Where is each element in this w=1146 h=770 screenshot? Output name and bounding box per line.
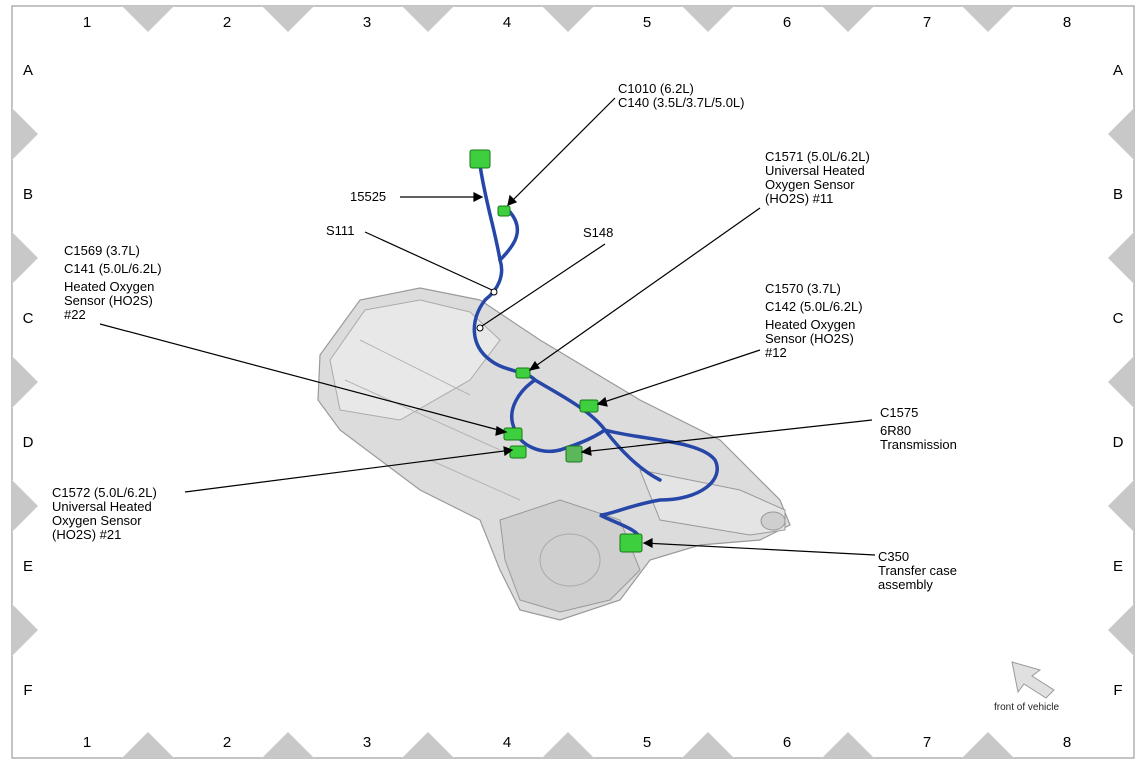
- callout-s148: S148: [583, 226, 613, 240]
- row-label-left-c: C: [22, 310, 34, 327]
- left-edge-markers: [12, 108, 38, 656]
- callout-c1571-line4: (HO2S) #11: [765, 191, 834, 206]
- connector-c1571: [515, 367, 531, 379]
- row-label-right-b: B: [1112, 186, 1123, 203]
- connector-c140: [497, 205, 511, 217]
- col-label-top-6: 6: [782, 14, 792, 31]
- connector-c1572: [509, 445, 527, 459]
- callout-c350-line1: C350: [878, 549, 910, 564]
- callout-s111: S111: [326, 224, 354, 238]
- callout-c1575: C1575 6R80 Transmission: [880, 406, 957, 452]
- callout-c1570-line5: #12: [765, 345, 787, 360]
- callout-c350-line3: assembly: [878, 577, 933, 592]
- callout-c350-line2: Transfer case: [878, 563, 957, 578]
- leader-lines: [99, 97, 876, 556]
- row-label-left-f: F: [23, 682, 33, 699]
- col-label-bottom-7: 7: [922, 734, 932, 751]
- connector-c1575: [565, 445, 583, 463]
- splice-markers: [476, 288, 498, 332]
- bottom-edge-markers: [122, 732, 1014, 758]
- callout-s111-line1: S111: [326, 223, 355, 238]
- row-label-left-d: D: [22, 434, 34, 451]
- col-label-bottom-1: 1: [82, 734, 92, 751]
- callout-c1575-line1: C1575: [880, 405, 919, 420]
- col-label-top-7: 7: [922, 14, 932, 31]
- callout-c1570-line1: C1570 (3.7L): [765, 281, 841, 296]
- row-label-right-a: A: [1112, 62, 1123, 79]
- callout-c1010: C1010 (6.2L) C140 (3.5L/3.7L/5.0L): [618, 82, 744, 110]
- row-label-right-c: C: [1112, 310, 1124, 327]
- connectors: [469, 149, 643, 553]
- connector-c1010-top: [469, 149, 491, 169]
- col-label-bottom-4: 4: [502, 734, 512, 751]
- callout-c1572-line4: (HO2S) #21: [52, 527, 122, 542]
- col-label-top-2: 2: [222, 14, 232, 31]
- callout-c1572-line3: Oxygen Sensor: [52, 513, 142, 528]
- callout-c350: C350 Transfer case assembly: [878, 550, 957, 592]
- splice-s111: [490, 288, 498, 296]
- callout-c1570-line2: C142 (5.0L/6.2L): [765, 299, 863, 314]
- front-of-vehicle-arrow: [1011, 661, 1055, 699]
- callout-c1570: C1570 (3.7L) C142 (5.0L/6.2L) Heated Oxy…: [765, 282, 863, 360]
- callout-15525: 15525: [350, 190, 386, 204]
- col-label-bottom-5: 5: [642, 734, 652, 751]
- callout-s148-line1: S148: [583, 225, 614, 240]
- callout-c1010-line1: C1010 (6.2L): [618, 81, 694, 96]
- callout-c1569-line5: #22: [64, 307, 86, 322]
- connector-c1570: [579, 399, 599, 413]
- col-label-top-5: 5: [642, 14, 652, 31]
- callout-15525-line1: 15525: [350, 189, 387, 204]
- callout-c1569: C1569 (3.7L) C141 (5.0L/6.2L) Heated Oxy…: [64, 244, 162, 322]
- row-label-left-e: E: [22, 558, 33, 575]
- callout-c1571-line3: Oxygen Sensor: [765, 177, 855, 192]
- callout-c1570-line4: Sensor (HO2S): [765, 331, 854, 346]
- connector-c1569: [503, 427, 523, 441]
- row-label-right-e: E: [1112, 558, 1123, 575]
- callout-c1572: C1572 (5.0L/6.2L) Universal Heated Oxyge…: [52, 486, 157, 542]
- callout-c1569-line1: C1569 (3.7L): [64, 243, 140, 258]
- col-label-top-4: 4: [502, 14, 512, 31]
- callout-c1571: C1571 (5.0L/6.2L) Universal Heated Oxyge…: [765, 150, 870, 206]
- row-label-right-d: D: [1112, 434, 1124, 451]
- right-edge-markers: [1108, 108, 1134, 656]
- callout-c1570-line3: Heated Oxygen: [765, 317, 856, 332]
- splice-s148: [476, 324, 484, 332]
- connector-c350: [619, 533, 643, 553]
- callout-c1572-line2: Universal Heated: [52, 499, 152, 514]
- col-label-bottom-8: 8: [1062, 734, 1072, 751]
- col-label-bottom-2: 2: [222, 734, 232, 751]
- callout-c1010-line2: C140 (3.5L/3.7L/5.0L): [618, 95, 745, 110]
- row-label-left-a: A: [22, 62, 33, 79]
- col-label-bottom-6: 6: [782, 734, 792, 751]
- row-label-left-b: B: [22, 186, 33, 203]
- callout-c1575-line3: Transmission: [880, 437, 957, 452]
- callout-c1575-line2: 6R80: [880, 423, 912, 438]
- callout-c1572-line1: C1572 (5.0L/6.2L): [52, 485, 157, 500]
- col-label-top-3: 3: [362, 14, 372, 31]
- front-of-vehicle-label: front of vehicle: [994, 702, 1060, 713]
- callout-c1569-line3: Heated Oxygen: [64, 279, 155, 294]
- col-label-bottom-3: 3: [362, 734, 372, 751]
- callout-c1569-line2: C141 (5.0L/6.2L): [64, 261, 162, 276]
- col-label-top-8: 8: [1062, 14, 1072, 31]
- callout-c1571-line1: C1571 (5.0L/6.2L): [765, 149, 870, 164]
- col-label-top-1: 1: [82, 14, 92, 31]
- callout-c1569-line4: Sensor (HO2S): [64, 293, 153, 308]
- callout-c1571-line2: Universal Heated: [765, 163, 865, 178]
- top-edge-markers: [122, 6, 1014, 32]
- row-label-right-f: F: [1113, 682, 1123, 699]
- transmission-assembly: [317, 287, 791, 621]
